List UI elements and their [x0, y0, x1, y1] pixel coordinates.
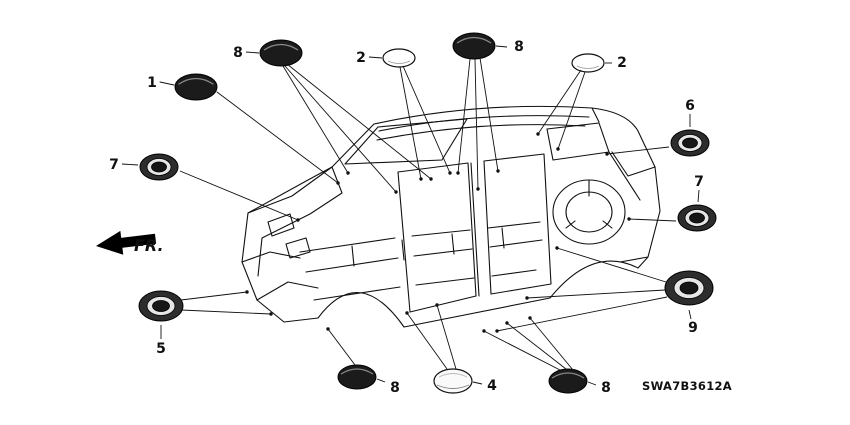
roof-rail-line-1: [378, 115, 590, 132]
leader-dot-7b: [627, 217, 631, 221]
leader-dots-2a: [419, 171, 452, 181]
leader-line-7a: [179, 170, 299, 221]
rear-wheelhouse-spokes: [565, 179, 613, 229]
callout-label-8a: 8: [233, 45, 243, 61]
grommet-plug-2b: [571, 53, 605, 73]
fr-label: FR.: [134, 236, 164, 255]
label-connector-4: [472, 381, 483, 385]
b-pillar-line: [470, 162, 480, 297]
front-bracket-2: [285, 237, 311, 259]
floor-cross-member-3: [313, 269, 537, 301]
callout-8a: 8: [233, 39, 433, 194]
rear-pillar-lines: [591, 107, 656, 263]
leader-dots-8b: [456, 169, 500, 191]
label-connector-8c: [376, 378, 386, 383]
callout-label-9: 9: [688, 320, 698, 336]
leader-lines-8a: [282, 63, 432, 193]
leader-dot-7a: [296, 218, 300, 222]
leader-line-6: [606, 146, 670, 155]
callout-8b: 8: [452, 32, 524, 191]
roof-rail-line-2: [376, 124, 586, 141]
diagram-code: SWA7B3612A: [642, 379, 732, 393]
leader-dot-6: [605, 152, 609, 156]
leader-line-8c: [327, 328, 356, 366]
grommet-ring-9: [664, 270, 714, 306]
callout-8c: 8: [326, 327, 400, 396]
fr-indicator: FR.: [96, 230, 164, 255]
grommet-plug-8d: [548, 368, 588, 394]
leader-lines-2b: [537, 69, 586, 150]
callout-label-8b: 8: [514, 39, 524, 55]
callout-label-2a: 2: [356, 50, 366, 66]
callout-5: 5: [138, 290, 273, 357]
callout-9: 9: [495, 246, 714, 336]
leader-lines-4: [406, 304, 457, 370]
leader-dots-8a: [346, 171, 433, 194]
leader-line-1: [216, 91, 339, 184]
callout-6: 6: [605, 98, 710, 157]
grommet-ring-5: [138, 290, 184, 322]
callout-label-2b: 2: [617, 55, 627, 71]
label-connector-2a: [368, 56, 383, 59]
leader-lines-9: [496, 247, 668, 332]
leader-lines-5: [180, 291, 272, 315]
leader-dots-4: [405, 303, 439, 315]
callout-7a: 7: [109, 153, 300, 222]
leader-lines-2a: [399, 65, 451, 180]
grommet-plug-4: [433, 368, 473, 394]
leader-dot-1: [336, 181, 340, 185]
callout-label-6: 6: [685, 98, 695, 114]
floor-cross-member-1: [299, 221, 541, 253]
callout-2a: 2: [356, 48, 452, 181]
grommet-ring-7a: [139, 153, 179, 181]
callout-2b: 2: [536, 53, 627, 151]
callout-label-1: 1: [147, 75, 157, 91]
grommet-plug-8a: [259, 39, 303, 67]
cowl-dash-lines: [247, 166, 343, 277]
grommet-ring-6: [670, 129, 710, 157]
leader-lines-8d: [483, 317, 574, 371]
callout-7b: 7: [627, 174, 717, 232]
leader-dots-8d: [482, 316, 532, 333]
vehicle-body-illustration: [241, 105, 661, 328]
callout-label-8c: 8: [390, 380, 400, 396]
grommet-plug-8c: [337, 364, 377, 390]
fr-arrow-icon: [96, 230, 157, 255]
callout-label-4: 4: [487, 378, 497, 394]
callout-label-8d: 8: [601, 380, 611, 396]
label-connector-8d: [587, 381, 597, 386]
leader-lines-8b: [457, 57, 499, 190]
grommet-plug-8b: [452, 32, 496, 60]
callout-8d: 8: [482, 316, 611, 396]
label-connector-7b: [697, 189, 700, 203]
label-connector-8b: [495, 45, 508, 48]
callout-label-5: 5: [156, 341, 166, 357]
callout-1: 1: [147, 73, 340, 185]
grommet-plug-2a: [382, 48, 416, 68]
label-connector-9: [688, 309, 692, 320]
label-connector-1: [159, 81, 175, 86]
front-door-aperture: [397, 162, 477, 313]
label-connector-8a: [245, 51, 260, 54]
callout-label-7b: 7: [694, 174, 704, 190]
callout-4: 4: [405, 303, 497, 394]
leader-dots-2b: [536, 132, 560, 151]
leader-dot-8c: [326, 327, 330, 331]
callout-label-7a: 7: [109, 157, 119, 173]
front-bracket-1: [267, 213, 295, 237]
leader-dots-9: [495, 246, 559, 333]
leader-line-7b: [628, 218, 677, 222]
label-connector-7a: [121, 163, 139, 166]
grommet-ring-7b: [677, 204, 717, 232]
leader-dots-5: [245, 290, 273, 316]
rear-door-aperture: [483, 153, 552, 295]
floor-cross-member-2: [305, 239, 543, 273]
floor-detail-ticks: [351, 227, 505, 267]
grommet-plug-1: [174, 73, 218, 101]
